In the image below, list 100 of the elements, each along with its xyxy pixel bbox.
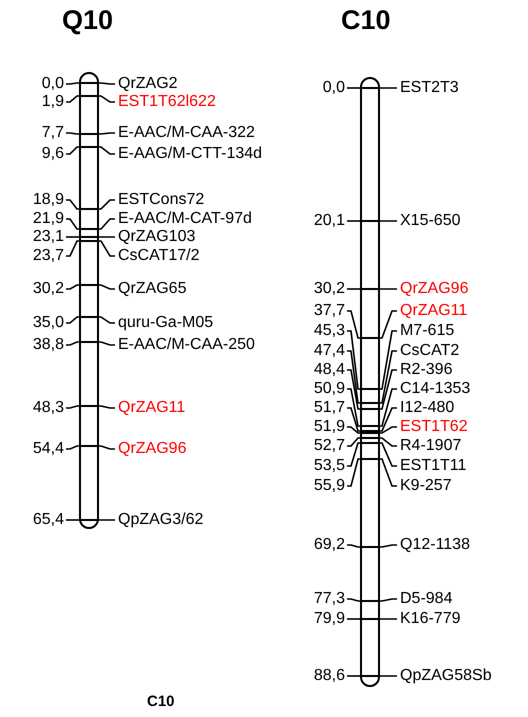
marker-line [98,236,115,238]
position-label: 54,4 [32,440,64,458]
position-label: 48,4 [314,361,345,379]
marker-line [379,310,397,339]
marker-name: QpZAG58Sb [400,667,492,685]
marker-name: QrZAG65 [118,280,186,298]
marker-line [98,445,115,450]
marker-name: R2-396 [400,361,452,379]
position-label: 37,7 [314,302,345,320]
marker-name: QrZAG96 [400,280,468,298]
marker-line [347,388,361,427]
position-label: 18,9 [32,191,64,209]
position-label: 1,9 [42,93,64,111]
marker-line [347,407,361,432]
marker-line [98,218,115,230]
marker-line [347,442,361,467]
marker-line [98,199,115,210]
marker-line [98,405,115,409]
marker-name: K16-779 [400,610,460,628]
position-label: 45,3 [314,322,345,340]
marker-line [66,132,80,135]
position-label: 0,0 [322,79,345,97]
marker-line [66,146,80,155]
chromosome-title: C10 [341,5,391,35]
marker-line [379,458,397,487]
marker-line [98,284,115,290]
position-label: 53,5 [314,457,345,475]
marker-line [66,236,80,238]
caption-label: C10 [147,693,175,711]
marker-line [347,350,361,404]
marker-name: quru-Ga-M05 [118,314,214,332]
position-label: 50,9 [314,380,345,398]
marker-line [379,544,397,548]
marker-line [379,437,397,447]
position-label: 55,9 [314,477,345,495]
position-label: 77,3 [314,590,345,608]
marker-line [379,388,397,427]
marker-name: C14-1353 [400,380,470,398]
marker-line [347,220,361,222]
marker-line [98,146,115,155]
marker-line [347,369,361,410]
position-label: 51,7 [314,399,345,417]
position-label: 38,8 [32,336,64,354]
marker-line [379,288,397,290]
marker-line [66,341,80,346]
marker-line [347,598,361,602]
marker-name: QrZAG11 [400,302,468,320]
marker-line [66,316,80,324]
position-label: 88,6 [314,667,345,685]
marker-name: X15-650 [400,212,460,230]
position-label: 48,3 [32,399,64,417]
marker-name: QrZAG96 [118,440,186,458]
position-label: 9,6 [42,145,64,163]
chromosome-title: Q10 [62,5,114,35]
marker-line [379,426,397,434]
marker-name: EST2T3 [400,79,459,97]
marker-line [66,95,80,103]
marker-name: ESTCons72 [118,191,204,209]
marker-name: QpZAG3/62 [118,511,204,529]
marker-line [347,437,361,447]
marker-name: E-AAC/M-CAT-97d [118,210,252,228]
marker-line [379,369,397,410]
marker-name: E-AAC/M-CAA-250 [118,336,255,354]
marker-name: M7-615 [400,322,454,340]
marker-line [347,458,361,487]
marker-line [379,330,397,390]
position-label: 79,9 [314,610,345,628]
marker-line [98,341,115,346]
marker-line [98,82,115,85]
marker-line [66,218,80,230]
marker-name: QrZAG11 [118,399,186,417]
marker-line [347,675,361,677]
marker-name: CsCAT17/2 [118,247,200,265]
marker-line [347,330,361,390]
marker-line [66,82,80,85]
position-label: 30,2 [314,280,345,298]
position-label: 69,2 [314,536,345,554]
position-label: 23,1 [32,228,64,246]
position-label: 30,2 [32,280,64,298]
position-label: 65,4 [32,511,64,529]
position-label: 52,7 [314,437,345,455]
marker-name: R4-1907 [400,437,462,455]
position-label: 35,0 [32,314,64,332]
marker-line [66,405,80,409]
marker-name: E-AAC/M-CAA-322 [118,124,255,142]
position-label: 0,0 [42,75,64,93]
marker-line [66,519,80,521]
marker-name: CsCAT2 [400,342,460,360]
marker-name: K9-257 [400,477,452,495]
marker-line [379,407,397,432]
position-label: 23,7 [32,247,64,265]
marker-line [347,288,361,290]
marker-line [98,95,115,103]
marker-line [379,675,397,677]
marker-line [379,598,397,602]
position-label: 21,9 [32,210,64,228]
marker-name: I12-480 [400,399,454,417]
marker-line [98,519,115,521]
position-label: 20,1 [314,212,345,230]
marker-line [98,240,115,257]
